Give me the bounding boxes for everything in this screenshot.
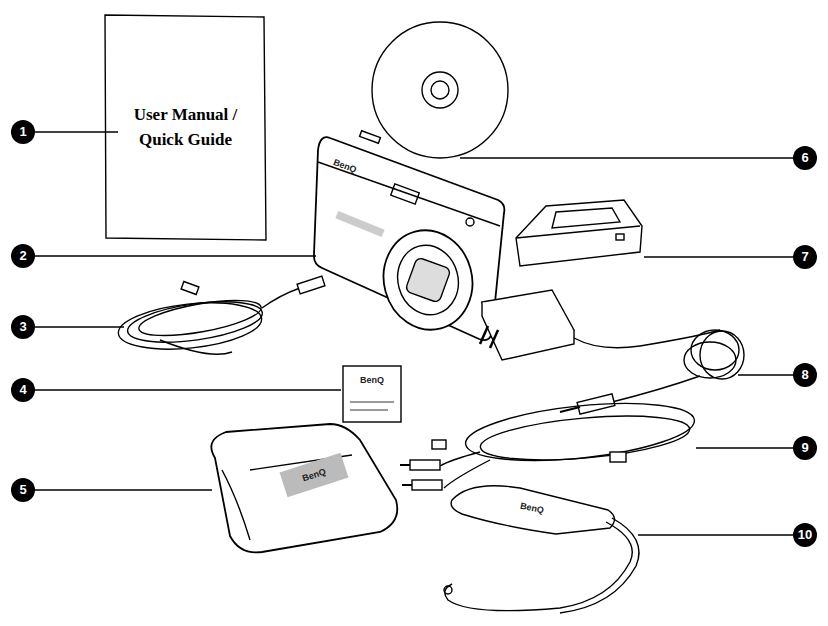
cradle-edge [516,226,640,238]
cradle-body [516,200,642,266]
prong [490,330,498,348]
cord-loop [700,331,744,379]
leader-line [638,534,794,536]
leader-line [696,447,794,449]
rca-tip [400,464,410,466]
usb-plug [297,276,325,294]
strap-end [444,586,452,594]
callout-disc [793,523,817,547]
cradle-slot [552,208,620,228]
camera-body [314,137,505,340]
strap-tag [451,486,614,534]
callouts [11,120,817,547]
callout-number: 9 [793,439,817,457]
cd-ring [422,72,458,108]
callout-disc [793,436,817,460]
callout-discs [11,120,817,547]
rca-plug [412,480,442,490]
callout-disc [11,315,35,339]
callout-number: 8 [793,366,817,384]
leader-line [34,326,124,328]
cradle-led [616,234,624,240]
cd-hole [431,81,449,99]
av-cable-drawing [400,394,697,490]
battery-drawing [343,366,401,422]
leader-lines [34,132,794,535]
callout-disc [11,378,35,402]
leader-line [460,157,794,159]
callout-disc [793,363,817,387]
callout-disc [793,146,817,170]
cable-loop [116,297,264,356]
callout-number: 6 [793,149,817,167]
usb-cable-drawing [116,276,325,355]
cd-drawing [372,22,508,158]
brand-logo: BenQ [360,375,384,385]
cable-tail [160,340,232,354]
strap-loop [560,518,639,613]
leader-line [738,374,794,376]
callout-number: 10 [793,526,817,544]
lamp [466,218,474,226]
av-lead [444,460,490,488]
av-loop [479,409,692,467]
leader-line [644,256,794,258]
battery-body [343,366,401,422]
leader-line [34,389,341,391]
callout-number: 5 [11,481,35,499]
battery-print [350,410,388,411]
case-tag [280,453,349,498]
strap-drawing [444,486,639,613]
battery-print [350,402,394,403]
manual-title: User Manual / Quick Guide [132,102,240,152]
rca-tip [402,484,412,486]
callout-disc [11,478,35,502]
callout-disc [11,244,35,268]
flash [391,184,420,204]
manual-outline [105,15,266,240]
front-badge [335,211,384,237]
case-fold [222,470,250,540]
camera-drawing [314,131,505,340]
product-drawings [105,15,744,613]
leader-line [34,131,118,133]
av-lead [440,452,480,466]
cd-disc [372,22,508,158]
lens-ring [373,220,484,339]
adapter-side [482,302,574,360]
callout-disc [11,120,35,144]
cable-tail [262,288,300,308]
callout-number: 4 [11,381,35,399]
callout-number: 2 [11,247,35,265]
callout-number: 7 [793,248,817,266]
leader-line [34,255,316,257]
cord-loop [684,342,736,378]
callout-disc [793,245,817,269]
lens-inner [390,238,466,321]
shutter-button [360,131,381,143]
mini-plug [181,282,199,295]
av-loop [463,394,697,470]
ferrite [610,452,626,462]
manual-booklet: User Manual / Quick Guide [106,16,265,238]
rca-plug [410,460,440,470]
callout-number: 1 [11,123,35,141]
leader-line [34,489,212,491]
case-body [211,424,397,552]
callout-number: 3 [11,318,35,336]
charger-cord [612,376,700,402]
charger-cord [574,330,720,348]
lens-cover [405,257,451,303]
case-drawing [211,424,397,552]
cradle-drawing [516,200,642,266]
av-plug [432,440,446,449]
prong [480,326,488,344]
strap-loop [445,522,632,611]
charger-drawing [480,290,744,414]
